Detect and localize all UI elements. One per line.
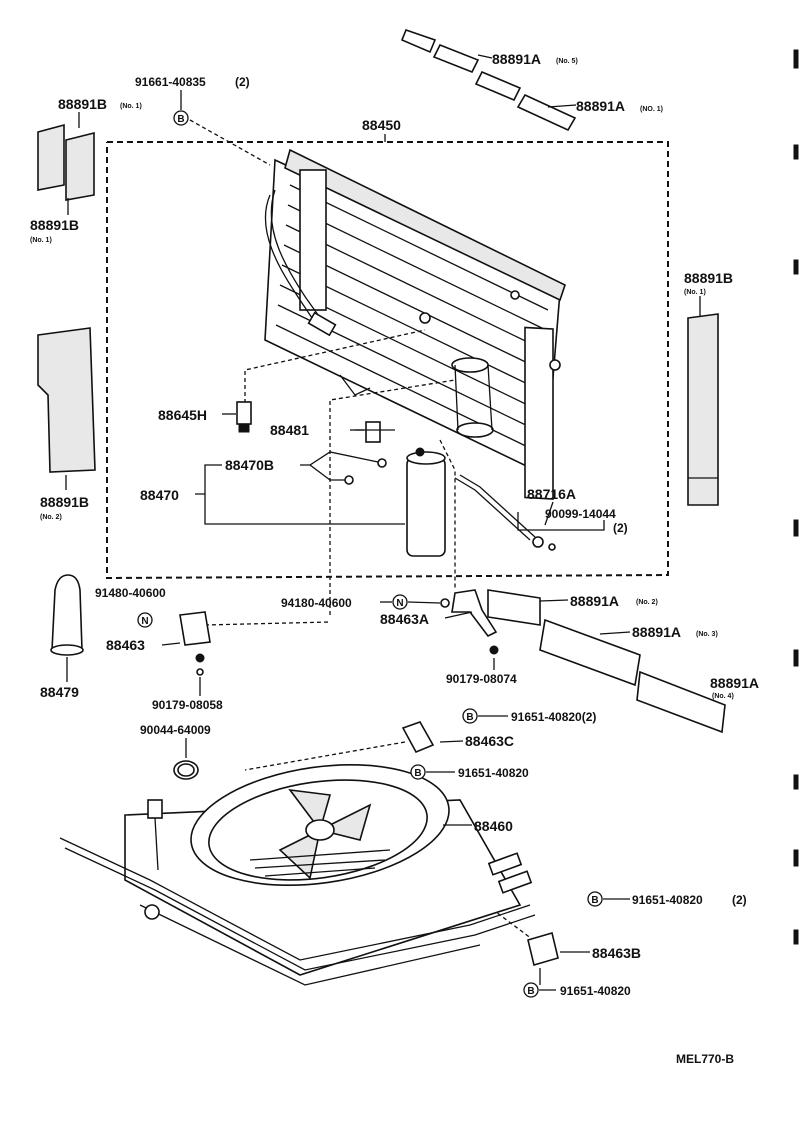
svg-text:B: B: [466, 712, 473, 723]
label-88716a: 88716A: [527, 486, 576, 502]
note-88891b-left1: (No. 1): [30, 237, 52, 244]
note-88891b-top: (No. 1): [120, 103, 142, 110]
bolt-markers: B N N B B B B: [137, 110, 603, 998]
marker-b-91651-c: B: [587, 891, 603, 907]
label-88891a-no2: 88891A: [570, 593, 619, 609]
drawing-code: MEL770-B: [676, 1052, 734, 1066]
label-90044-64009: 90044-64009: [140, 723, 211, 737]
label-91651-40820-a: 91651-40820(2): [511, 710, 596, 724]
label-88891b-left2: 88891B: [40, 494, 89, 510]
leader-lines: [189, 119, 541, 946]
label-88891b-top: 88891B: [58, 96, 107, 112]
note-88891b-right: (No. 1): [684, 289, 706, 296]
label-91661-40835: 91661-40835: [135, 75, 206, 89]
note-88891b-left2: (No. 2): [40, 514, 62, 521]
label-88891a-no1: 88891A: [576, 98, 625, 114]
label-88470b: 88470B: [225, 457, 274, 473]
qty-91661: (2): [235, 75, 250, 89]
qty-90099: (2): [613, 521, 628, 535]
label-90179-08074: 90179-08074: [446, 672, 517, 686]
label-88481: 88481: [270, 422, 309, 438]
label-88463b: 88463B: [592, 945, 641, 961]
edge-marks: [793, 49, 799, 945]
assembly-boundary: [106, 134, 669, 580]
svg-text:B: B: [591, 895, 598, 906]
label-88891a-no3: 88891A: [632, 624, 681, 640]
label-88460: 88460: [474, 818, 513, 834]
note-88891a-no2: (No. 2): [636, 599, 658, 606]
label-88645h: 88645H: [158, 407, 207, 423]
label-88450: 88450: [362, 117, 401, 133]
label-88479: 88479: [40, 684, 79, 700]
label-90099-14044: 90099-14044: [545, 507, 616, 521]
svg-text:B: B: [414, 768, 421, 779]
label-91651-40820-d: 91651-40820: [560, 984, 631, 998]
note-88891a-no4: (No. 4): [712, 693, 734, 700]
note-88891a-no5: (No. 5): [556, 58, 578, 65]
svg-text:N: N: [396, 598, 403, 609]
svg-text:N: N: [141, 616, 148, 627]
marker-n-91480: N: [137, 612, 153, 628]
note-88891a-no3: (No. 3): [696, 631, 718, 638]
insulator-pads: [37, 28, 726, 734]
label-88463a: 88463A: [380, 611, 429, 627]
label-leaders: [65, 54, 701, 991]
label-88891b-left1: 88891B: [30, 217, 79, 233]
label-88463c: 88463C: [465, 733, 514, 749]
label-91651-40820-c: 91651-40820: [632, 893, 703, 907]
receiver-parts: [50, 401, 559, 985]
part-labels: 91661-40835 (2) 88891A (No. 5) 88891A (N…: [30, 51, 759, 1066]
marker-b-91661: B: [173, 110, 189, 126]
marker-b-91651-b: B: [410, 764, 426, 780]
marker-b-91651-d: B: [523, 982, 539, 998]
label-88891a-no4: 88891A: [710, 675, 759, 691]
label-88891b-right: 88891B: [684, 270, 733, 286]
condenser-assembly: [264, 148, 566, 500]
marker-b-91651-a: B: [462, 708, 478, 724]
label-88463: 88463: [106, 637, 145, 653]
svg-text:B: B: [527, 986, 534, 997]
label-88891a-no5: 88891A: [492, 51, 541, 67]
label-90179-08058: 90179-08058: [152, 698, 223, 712]
svg-text:B: B: [177, 114, 184, 125]
label-91651-40820-b: 91651-40820: [458, 766, 529, 780]
qty-91651-c: (2): [732, 893, 747, 907]
label-91480-40600: 91480-40600: [95, 586, 166, 600]
label-88470: 88470: [140, 487, 179, 503]
note-88891a-no1: (NO. 1): [640, 106, 663, 113]
fan-assembly: [59, 763, 536, 986]
marker-n-94180: N: [392, 594, 408, 610]
label-94180-40600: 94180-40600: [281, 596, 352, 610]
